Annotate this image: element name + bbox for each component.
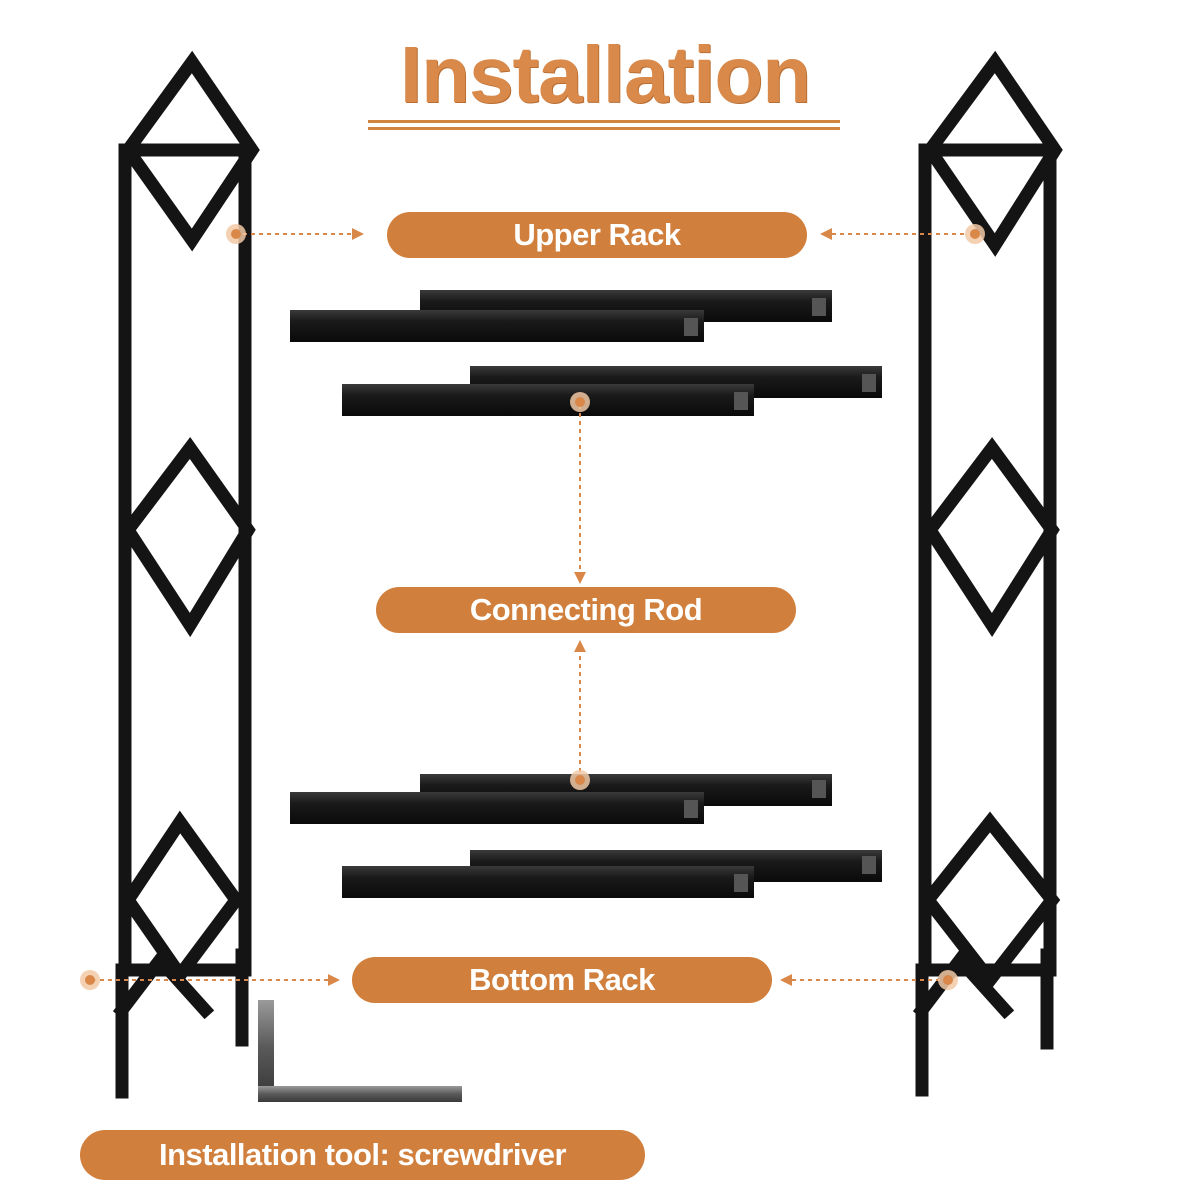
lower-rods: [290, 774, 882, 898]
right-side-frame: [912, 50, 1063, 1097]
label-installation-tool: Installation tool: screwdriver: [80, 1130, 645, 1180]
title-underline-top: [368, 120, 840, 123]
label-upper-rack: Upper Rack: [387, 212, 807, 258]
upper-rods: [290, 290, 882, 416]
leader-dots: [80, 224, 985, 990]
allen-key-icon: [258, 1000, 462, 1102]
left-side-frame: [112, 50, 260, 1099]
label-connecting-rod: Connecting Rod: [376, 587, 796, 633]
title-underline-bottom: [368, 127, 840, 130]
leader-lines: [92, 233, 968, 981]
page-title: Installation: [399, 30, 811, 119]
label-bottom-rack: Bottom Rack: [352, 957, 772, 1003]
leader-arrows: [328, 228, 832, 986]
